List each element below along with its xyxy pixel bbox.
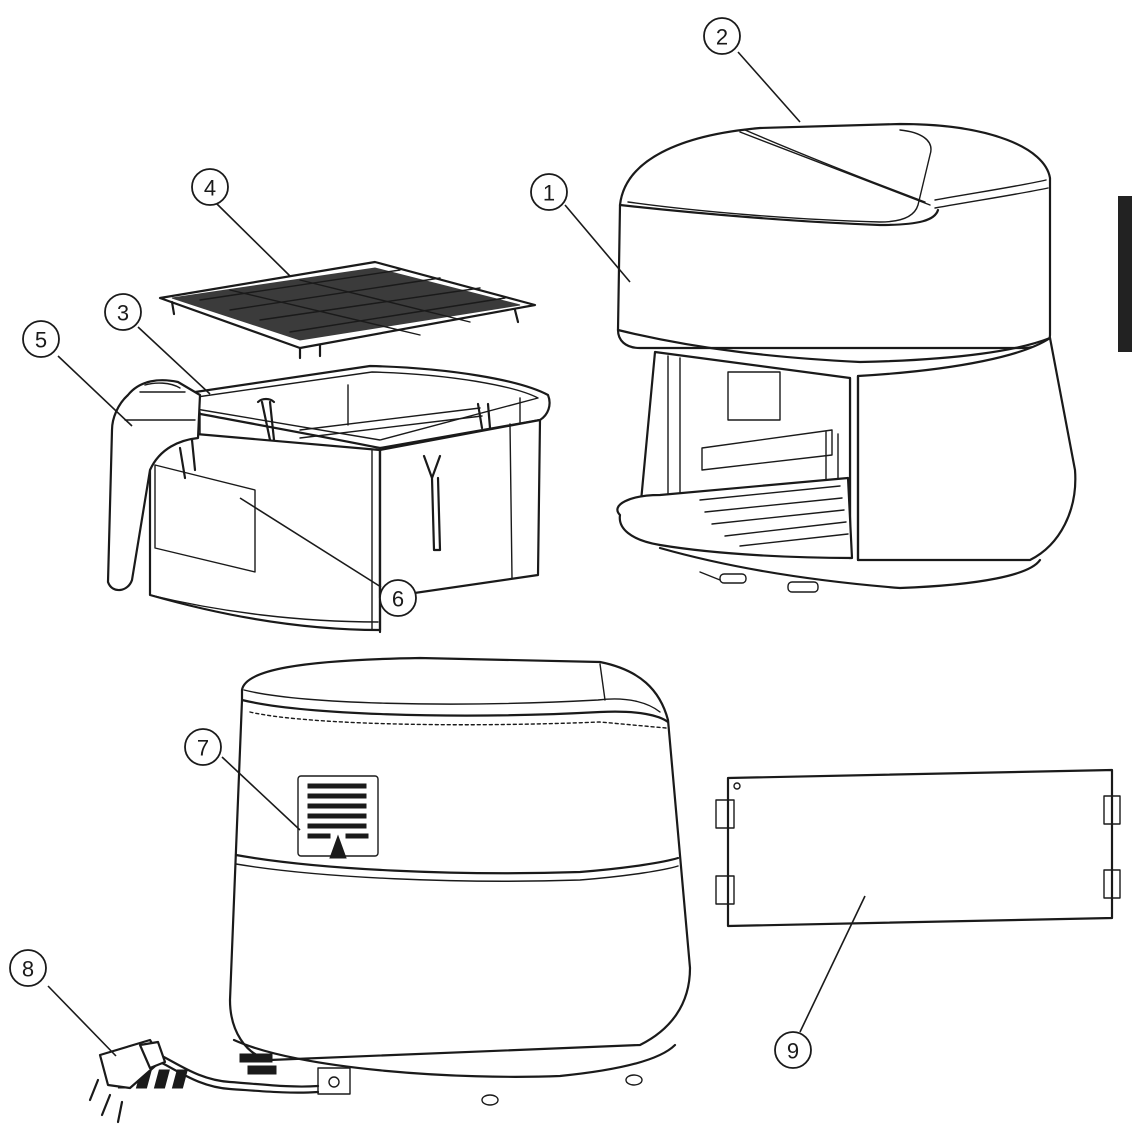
callout-4: 4	[191, 168, 229, 206]
callout-9: 9	[774, 1031, 812, 1069]
callout-3-label: 3	[117, 301, 129, 326]
callout-2-label: 2	[716, 25, 728, 50]
basket	[148, 364, 551, 634]
callout-8: 8	[9, 949, 47, 987]
callout-9-label: 9	[787, 1039, 799, 1064]
silicone-mat	[715, 768, 1121, 928]
callout-1: 1	[530, 173, 568, 211]
callout-2: 2	[703, 17, 741, 55]
callout-7: 7	[184, 728, 222, 766]
callout-7-label: 7	[197, 736, 209, 761]
callout-5: 5	[22, 320, 60, 358]
leader-lines	[47, 51, 866, 1057]
callout-1-label: 1	[543, 181, 555, 206]
side-tab	[1118, 196, 1132, 352]
grill-plate	[158, 260, 537, 360]
rear-vent-slots	[307, 783, 369, 839]
callout-6-label: 6	[392, 587, 404, 612]
bottom-vents-left	[239, 1053, 277, 1075]
callout-5-label: 5	[35, 328, 47, 353]
callout-3: 3	[104, 293, 142, 331]
main-unit-rear	[117, 656, 692, 1106]
basket-handle	[106, 379, 202, 592]
main-unit-front	[616, 122, 1077, 593]
callout-6: 6	[379, 579, 417, 617]
callout-4-label: 4	[204, 176, 216, 201]
callout-8-label: 8	[22, 957, 34, 982]
power-cord	[88, 1038, 320, 1124]
